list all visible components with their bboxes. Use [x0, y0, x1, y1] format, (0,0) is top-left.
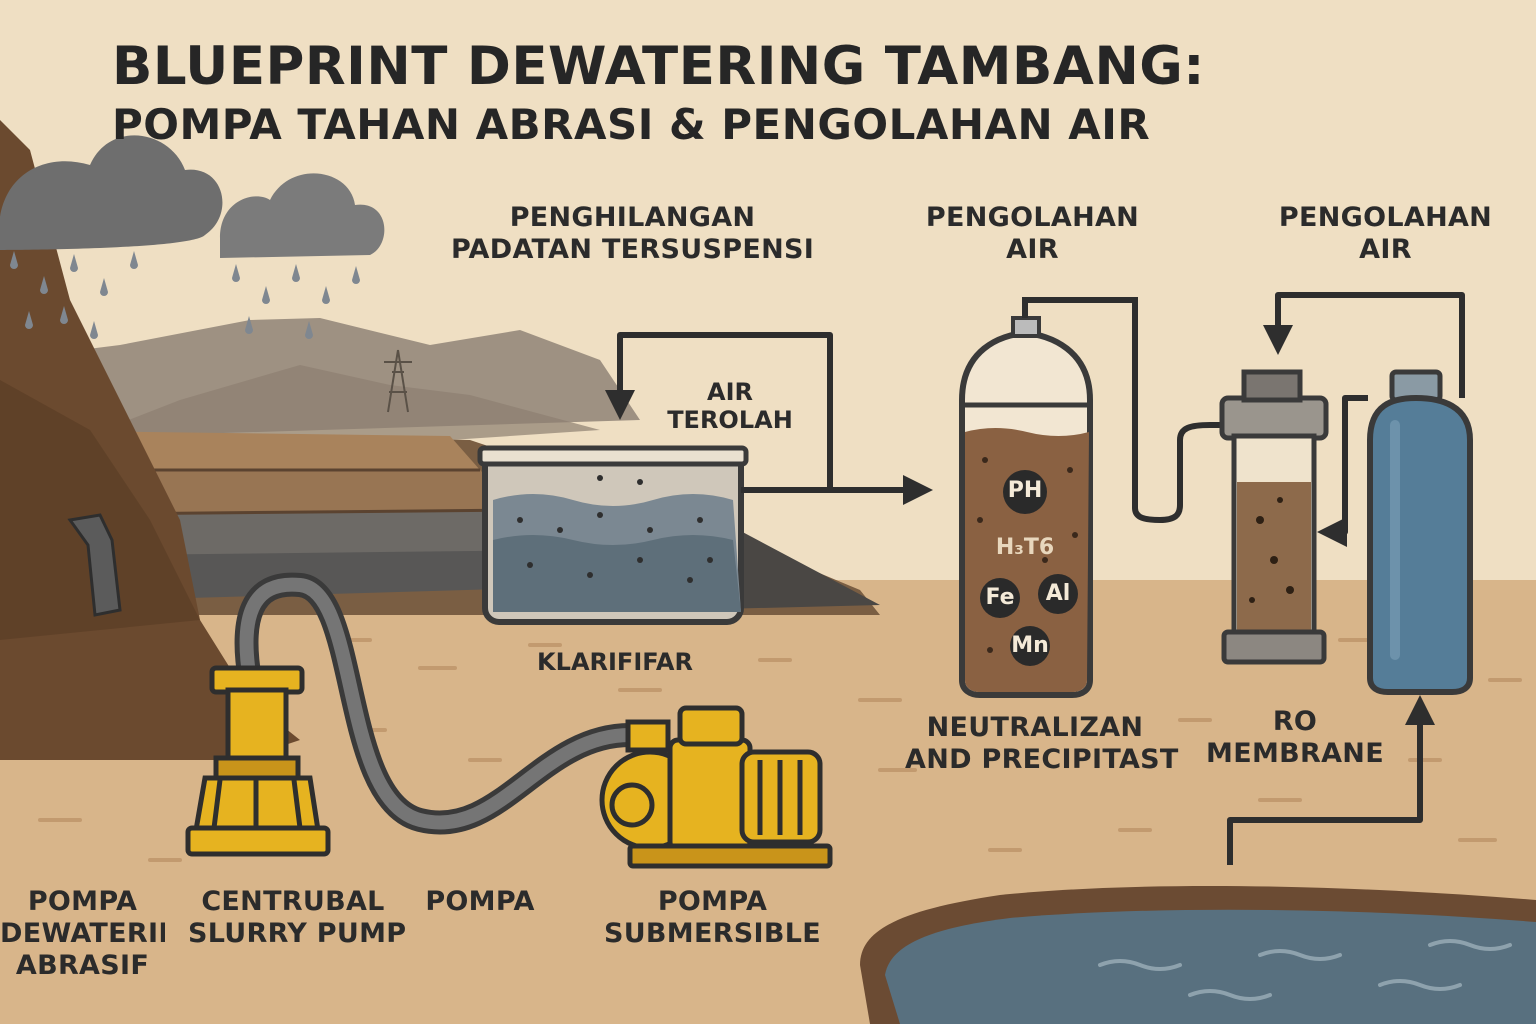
heading-line: AIR	[1006, 233, 1059, 265]
chem-al: Al	[1045, 581, 1071, 606]
power-tower-icon	[384, 349, 412, 413]
chem-mn: Mn	[1011, 633, 1049, 658]
label-line: SUBMERSIBLE	[603, 917, 822, 949]
label-pump-centrifugal: CENTRUBAL SLURRY PUMP	[188, 886, 407, 950]
label-line: CENTRUBAL	[201, 886, 385, 917]
chem-ph: PH	[1007, 478, 1043, 503]
label-clarifier: KLARIFIFAR	[537, 648, 693, 676]
label-line: TEROLAH	[667, 406, 793, 435]
drain-pipe	[67, 513, 122, 617]
heading-water-treatment-1: PENGOLAHAN AIR	[905, 202, 1160, 266]
heading-water-treatment-2: PENGOLAHAN AIR	[1258, 202, 1513, 266]
clarifier-tank	[477, 445, 749, 625]
label-pump-abrasive: POMPA DEWATERING ABRASIF	[0, 886, 165, 982]
page-title: BLUEPRINT DEWATERING TAMBANG: POMPA TAHA…	[112, 36, 1206, 150]
ground-texture	[38, 638, 1522, 862]
label-treated-water: AIR TEROLAH	[660, 378, 800, 435]
label-neutralization: NEUTRALIZAN AND PRECIPITAST	[905, 712, 1179, 776]
label-pump-generic: POMPA	[425, 886, 535, 917]
ro-membrane-cylinder	[1367, 369, 1473, 695]
ro-filter-column	[1219, 369, 1329, 665]
label-ro-membrane: RO MEMBRANE	[1195, 706, 1395, 770]
heading-line: PENGOLAHAN	[925, 202, 1140, 233]
label-pump-submersible: POMPA SUBMERSIBLE	[590, 886, 835, 950]
centrifugal-pump-icon	[599, 705, 833, 869]
flow-arrows-right	[1227, 292, 1465, 865]
heading-line: AIR	[1359, 233, 1412, 265]
heading-line: PENGOLAHAN	[1278, 202, 1493, 233]
label-line: NEUTRALIZAN	[926, 712, 1144, 743]
flow-arrows	[605, 332, 933, 505]
label-line: POMPA	[657, 886, 768, 917]
rain-cloud-icon	[0, 135, 385, 339]
label-line: ABRASIF	[15, 949, 150, 981]
heading-line: PENGHILANGAN	[509, 202, 756, 233]
label-line: AND PRECIPITAST	[905, 743, 1179, 775]
chem-fe: Fe	[985, 585, 1015, 610]
title-line2: POMPA TAHAN ABRASI & PENGOLAHAN AIR	[112, 100, 1151, 150]
heading-suspended-solids: PENGHILANGAN PADATAN TERSUSPENSI	[440, 202, 825, 266]
mine-pond	[860, 885, 1536, 1024]
label-line: DEWATERING	[0, 917, 165, 949]
heading-line: PADATAN TERSUSPENSI	[450, 233, 815, 265]
label-line: AIR	[707, 378, 753, 406]
label-line: SLURRY PUMP	[188, 917, 407, 949]
pipe-tank-to-column	[1022, 297, 1230, 524]
label-line: MEMBRANE	[1206, 737, 1384, 769]
submersible-pump-icon	[185, 665, 331, 857]
label-line: POMPA	[27, 886, 138, 917]
label-line: RO	[1272, 706, 1318, 737]
title-line1: BLUEPRINT DEWATERING TAMBANG:	[112, 36, 1206, 97]
chem-formula: H₃T6	[995, 535, 1055, 560]
